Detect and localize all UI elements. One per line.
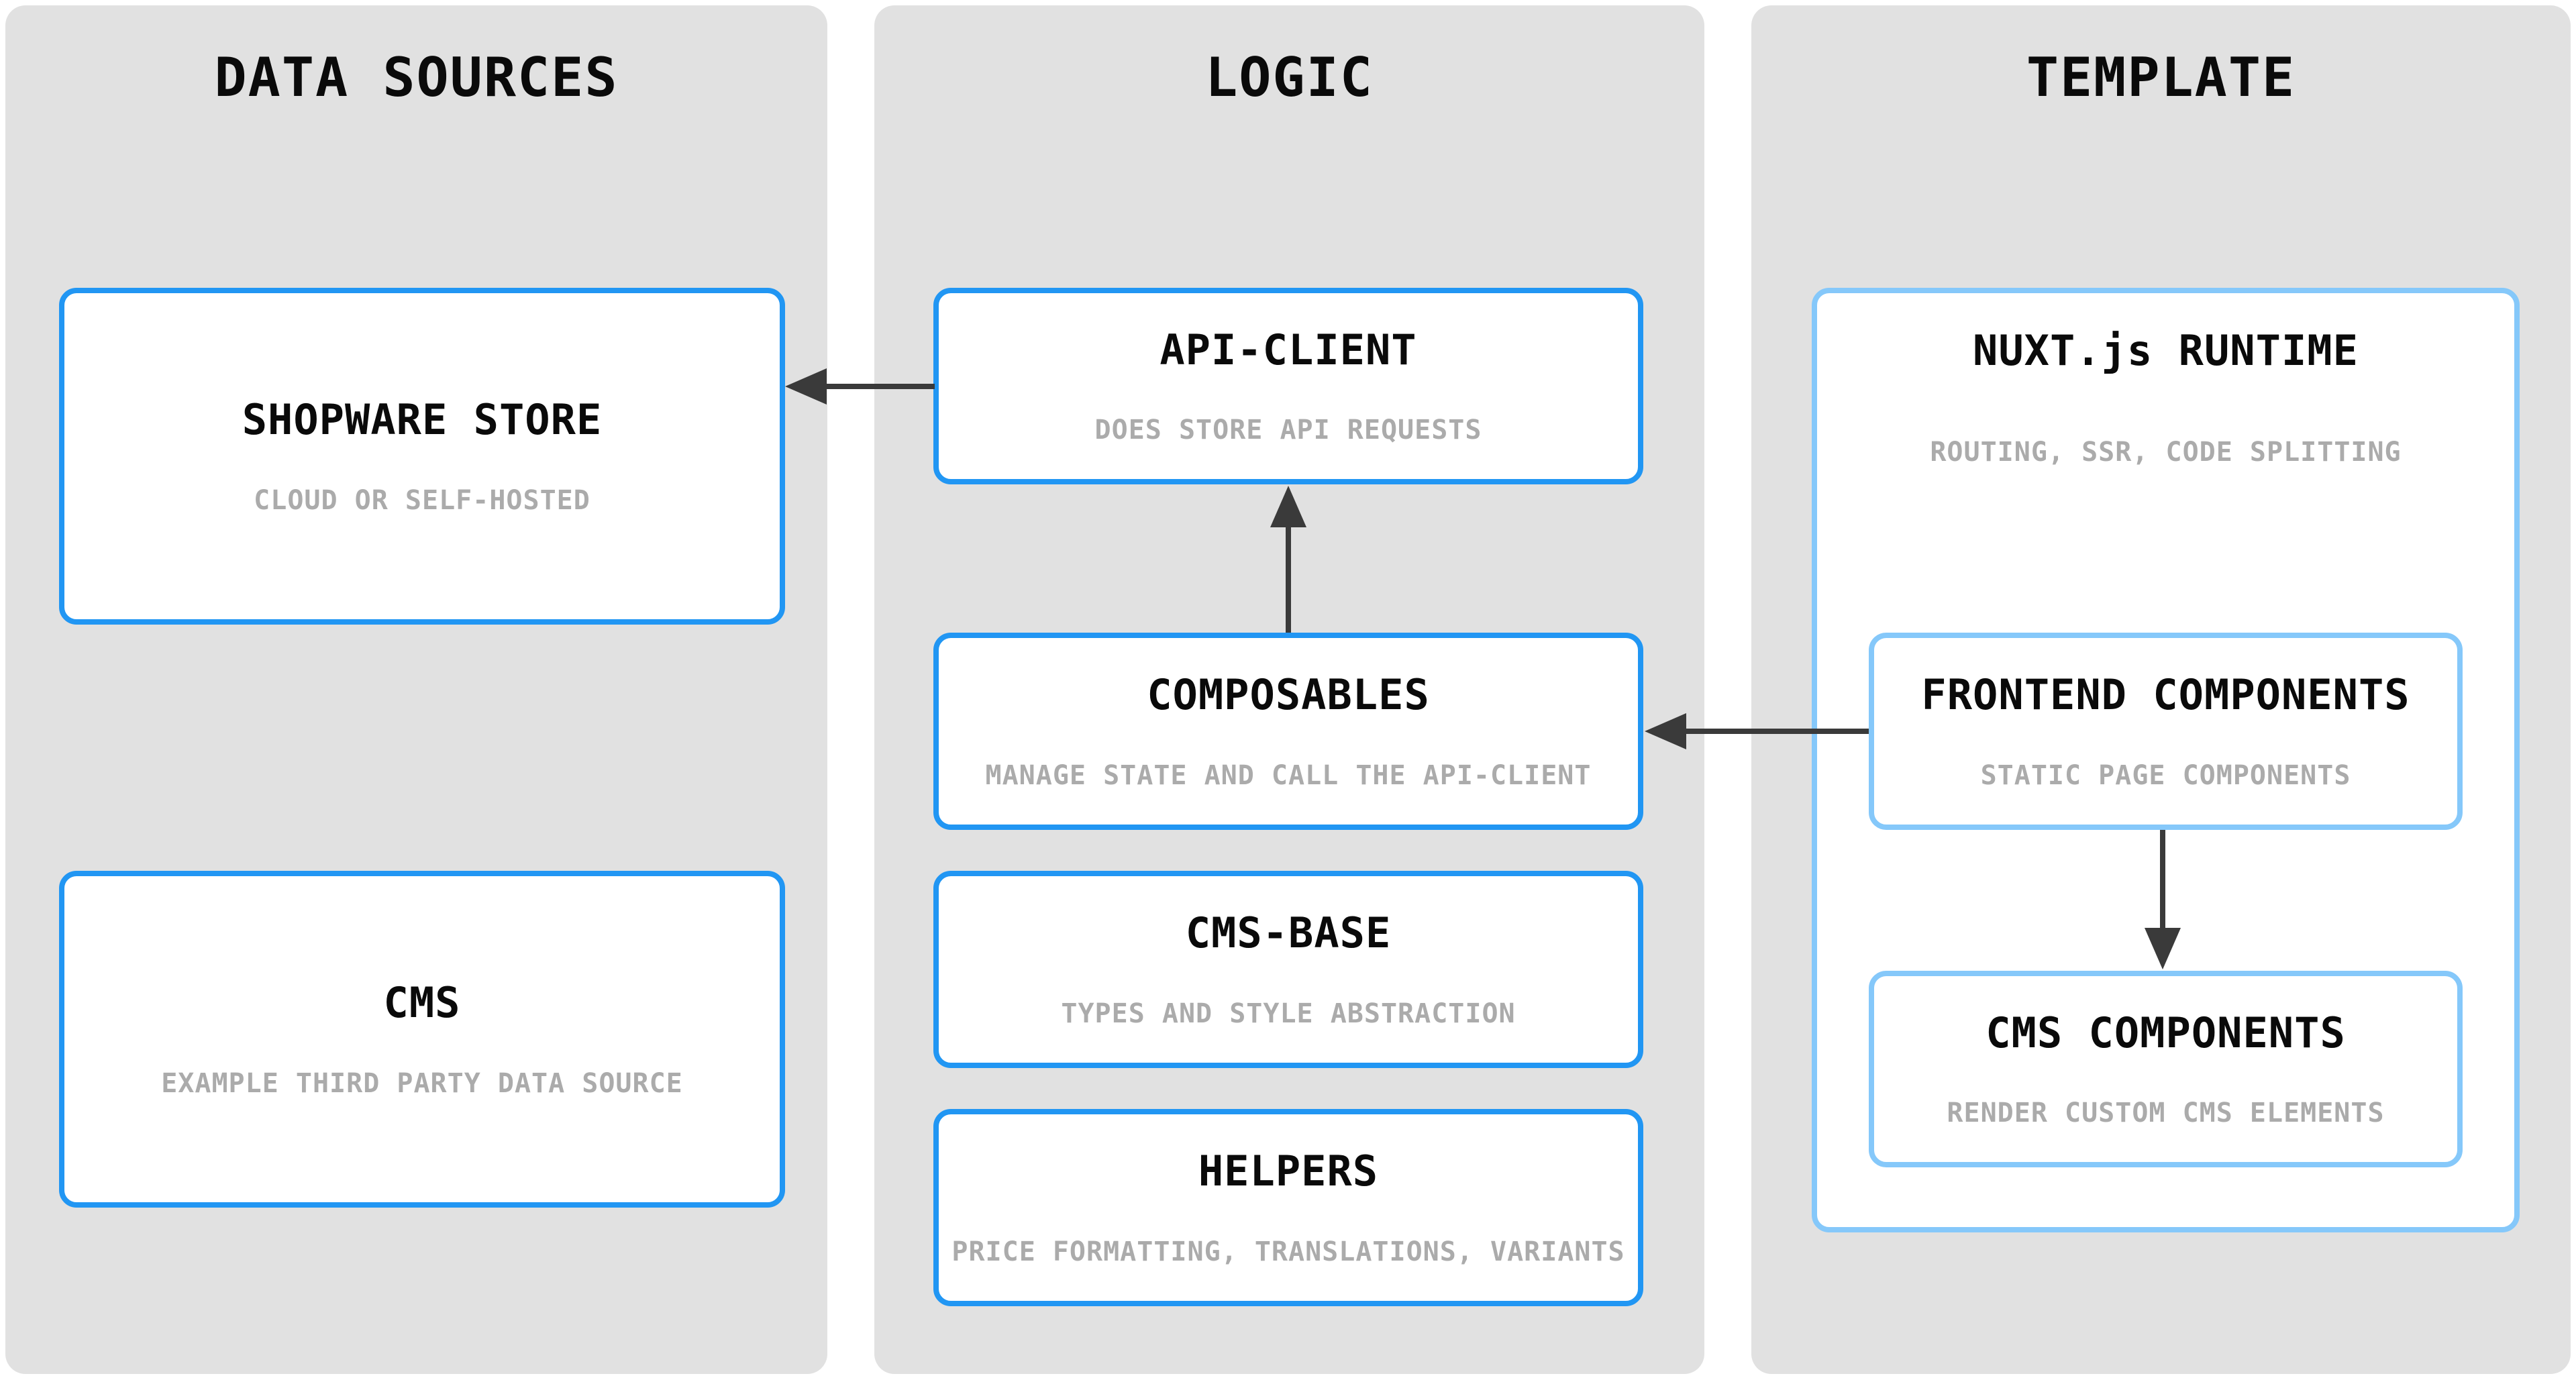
node-title-cms-components: CMS COMPONENTS: [1986, 1008, 2346, 1057]
node-subtitle-cms-base: TYPES AND STYLE ABSTRACTION: [1061, 998, 1516, 1029]
arrow-frontend-to-cms-components-head-icon: [2145, 928, 2181, 969]
panel-title-data-sources: DATA SOURCES: [214, 46, 619, 109]
node-subtitle-composables: MANAGE STATE AND CALL THE API-CLIENT: [985, 759, 1592, 791]
node-subtitle-nuxt-runtime: ROUTING, SSR, CODE SPLITTING: [1930, 437, 2402, 468]
arrow-api-client-to-shopware-line: [825, 384, 935, 389]
node-title-cms: CMS: [383, 978, 461, 1028]
node-helpers: HELPERS PRICE FORMATTING, TRANSLATIONS, …: [933, 1109, 1643, 1306]
node-title-frontend-components: FRONTEND COMPONENTS: [1921, 670, 2410, 720]
arrow-api-client-to-shopware-head-icon: [785, 368, 827, 405]
node-subtitle-frontend-components: STATIC PAGE COMPONENTS: [1980, 759, 2351, 791]
arrow-frontend-to-composables-head-icon: [1645, 713, 1686, 749]
node-subtitle-cms: EXAMPLE THIRD PARTY DATA SOURCE: [161, 1067, 683, 1099]
arrow-composables-to-api-client-line: [1286, 525, 1291, 633]
node-title-nuxt-runtime: NUXT.js RUNTIME: [1973, 326, 2359, 375]
node-title-cms-base: CMS-BASE: [1185, 908, 1392, 958]
node-subtitle-api-client: DOES STORE API REQUESTS: [1094, 415, 1482, 446]
node-subtitle-shopware-store: CLOUD OR SELF-HOSTED: [254, 484, 590, 516]
arrow-composables-to-api-client-head-icon: [1270, 486, 1306, 527]
node-frontend-components: FRONTEND COMPONENTS STATIC PAGE COMPONEN…: [1869, 633, 2463, 830]
node-subtitle-helpers: PRICE FORMATTING, TRANSLATIONS, VARIANTS: [951, 1236, 1625, 1267]
node-title-composables: COMPOSABLES: [1147, 670, 1430, 720]
node-title-shopware-store: SHOPWARE STORE: [242, 395, 603, 445]
node-cms-components: CMS COMPONENTS RENDER CUSTOM CMS ELEMENT…: [1869, 971, 2463, 1167]
arrow-frontend-to-composables-line: [1685, 729, 1869, 734]
node-title-api-client: API-CLIENT: [1160, 325, 1417, 374]
node-cms-base: CMS-BASE TYPES AND STYLE ABSTRACTION: [933, 871, 1643, 1068]
node-title-helpers: HELPERS: [1198, 1147, 1379, 1196]
panel-title-logic: LOGIC: [1205, 46, 1374, 109]
node-composables: COMPOSABLES MANAGE STATE AND CALL THE AP…: [933, 633, 1643, 830]
node-shopware-store: SHOPWARE STORE CLOUD OR SELF-HOSTED: [59, 288, 785, 625]
node-cms: CMS EXAMPLE THIRD PARTY DATA SOURCE: [59, 871, 785, 1208]
arrow-frontend-to-cms-components-line: [2160, 830, 2165, 929]
node-api-client: API-CLIENT DOES STORE API REQUESTS: [933, 288, 1643, 484]
panel-title-template: TEMPLATE: [2026, 46, 2296, 109]
node-subtitle-cms-components: RENDER CUSTOM CMS ELEMENTS: [1947, 1098, 2385, 1129]
